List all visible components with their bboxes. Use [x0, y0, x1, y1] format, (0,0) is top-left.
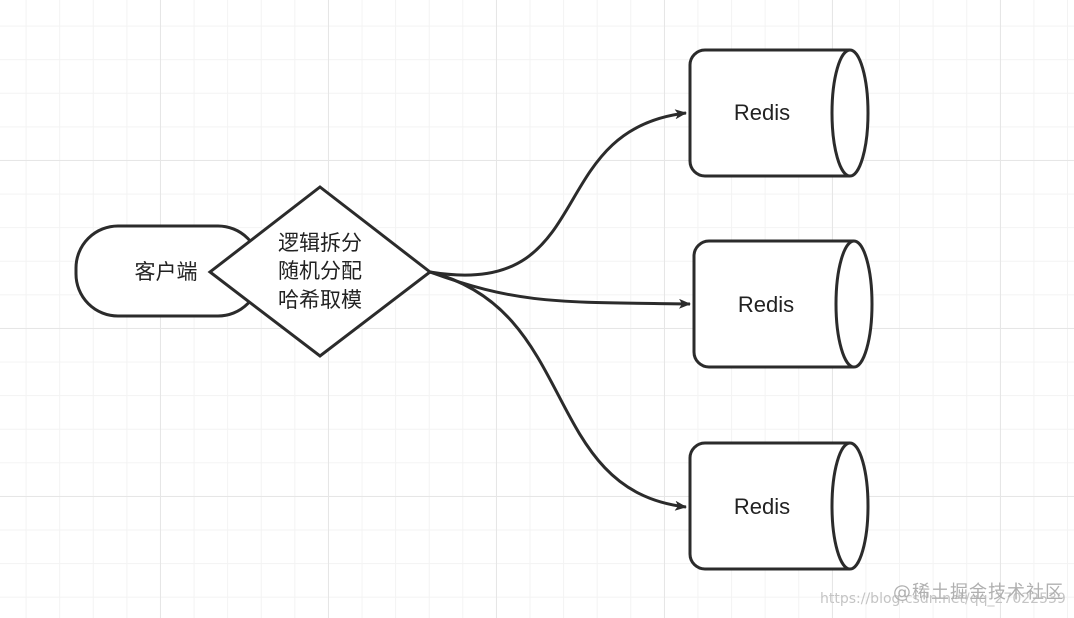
watermark-brand: @稀土掘金技术社区 — [893, 582, 1064, 603]
router-label-line-2: 随机分配 — [278, 259, 362, 283]
edge-router-redis-1 — [429, 109, 687, 277]
redis-1-body — [688, 48, 870, 178]
client-label: 客户端 — [135, 260, 198, 284]
router-label-line-1: 逻辑拆分 — [278, 231, 362, 255]
connectors — [429, 109, 691, 511]
redis-1-rim — [830, 48, 851, 178]
redis-1-label: Redis — [734, 100, 790, 125]
router-node: 逻辑拆分 随机分配 哈希取模 — [207, 185, 433, 358]
redis-3-label: Redis — [734, 494, 790, 519]
redis-3-rim — [830, 441, 851, 571]
redis-node-3: Redis — [688, 441, 870, 571]
redis-node-2: Redis — [692, 239, 874, 369]
redis-2-body — [692, 239, 874, 369]
redis-2-label: Redis — [738, 292, 794, 317]
redis-2-rim — [834, 239, 855, 369]
router-shape — [207, 185, 433, 358]
redis-node-1: Redis — [688, 48, 870, 178]
edge-router-redis-3 — [429, 270, 687, 511]
router-label-line-3: 哈希取模 — [278, 288, 362, 312]
watermark-url: https://blog.csdn.net/qq_27022539 — [820, 591, 1066, 607]
redis-3-body — [688, 441, 870, 571]
